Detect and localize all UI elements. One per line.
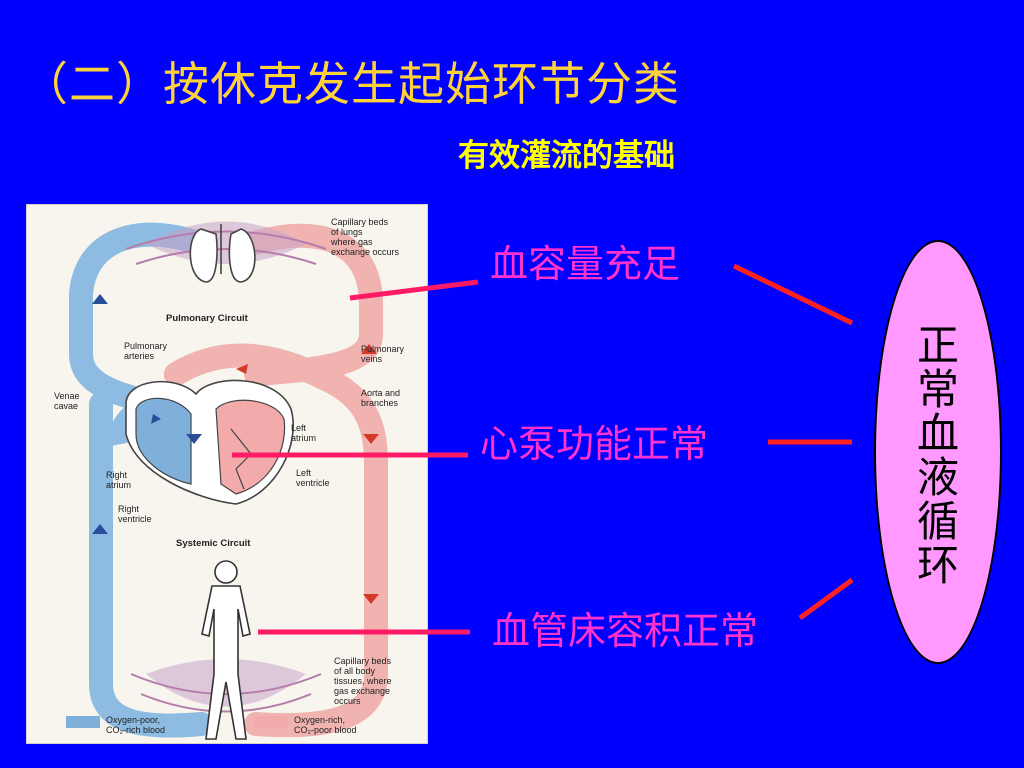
pulmonary-veins-line-1: Pulmonary	[361, 344, 405, 354]
human-figure-icon	[201, 560, 251, 740]
venae-cavae-line-1: Venae	[54, 391, 80, 401]
result-char: 血	[916, 409, 959, 458]
right-ventricle-line-2: ventricle	[118, 514, 152, 524]
left-atrium-line-1: Left	[291, 423, 307, 433]
label-capillary-lungs: Capillary beds of lungs where gas exchan…	[330, 217, 400, 257]
legend-oxygen-rich-line-1: Oxygen-rich,	[294, 715, 345, 725]
right-ventricle-line-1: Right	[118, 504, 140, 514]
capillary-lungs-line-1: Capillary beds	[331, 217, 389, 227]
factor-heart-function: 心泵功能正常	[480, 422, 709, 466]
aorta-line-1: Aorta and	[361, 388, 400, 398]
left-atrium-line-2: atrium	[291, 433, 316, 443]
legend-oxygen-rich-line-2: CO₂-poor blood	[294, 725, 357, 735]
result-text: 正 常 血 液 循 环	[912, 324, 964, 588]
pulmonary-arteries-line-2: arteries	[124, 351, 155, 361]
result-char: 循	[916, 497, 959, 546]
capillary-body-line-3: tissues, where	[334, 676, 392, 686]
factor-blood-volume: 血容量充足	[490, 242, 681, 286]
result-char: 正	[916, 321, 959, 370]
connector-line-volume	[732, 263, 854, 326]
legend-swatch-oxygen-rich	[254, 716, 288, 728]
factor-vascular-bed: 血管床容积正常	[492, 609, 759, 653]
legend-swatch-oxygen-poor	[66, 716, 100, 728]
legend: Oxygen-poor, CO₂-rich blood Oxygen-rich,…	[66, 715, 357, 735]
legend-oxygen-poor-line-2: CO₂-rich blood	[106, 725, 165, 735]
capillary-body-line-5: occurs	[334, 696, 361, 706]
result-char: 液	[916, 453, 959, 502]
heart-icon	[125, 379, 294, 505]
aorta-line-2: branches	[361, 398, 399, 408]
capillary-lungs-line-3: where gas	[330, 237, 373, 247]
result-char: 常	[916, 365, 959, 414]
pulmonary-circuit-label: Pulmonary Circuit	[166, 313, 249, 324]
left-ventricle-line-2: ventricle	[296, 478, 330, 488]
result-char: 环	[916, 541, 959, 590]
result-ellipse	[874, 240, 1002, 664]
systemic-circuit-label: Systemic Circuit	[176, 538, 251, 549]
venae-cavae-line-2: cavae	[54, 401, 78, 411]
legend-oxygen-poor-line-1: Oxygen-poor,	[106, 715, 160, 725]
pulmonary-arteries-line-1: Pulmonary	[124, 341, 168, 351]
connector-line-vascular	[798, 577, 854, 621]
capillary-body-line-2: of all body	[334, 666, 376, 676]
capillary-lungs-line-4: exchange occurs	[331, 247, 400, 257]
pulmonary-veins-line-2: veins	[361, 354, 383, 364]
pointer-line-volume	[349, 279, 479, 301]
circulation-diagram: Capillary beds of lungs where gas exchan…	[26, 204, 428, 744]
slide-title: （二）按休克发生起始环节分类	[22, 57, 680, 111]
lungs-icon	[189, 224, 256, 283]
slide-subtitle: 有效灌流的基础	[458, 138, 675, 174]
capillary-lungs-line-2: of lungs	[331, 227, 363, 237]
capillary-body-line-1: Capillary beds	[334, 656, 392, 666]
capillary-body-line-4: gas exchange	[334, 686, 390, 696]
right-atrium-line-1: Right	[106, 470, 128, 480]
right-atrium-line-2: atrium	[106, 480, 131, 490]
left-ventricle-line-1: Left	[296, 468, 312, 478]
